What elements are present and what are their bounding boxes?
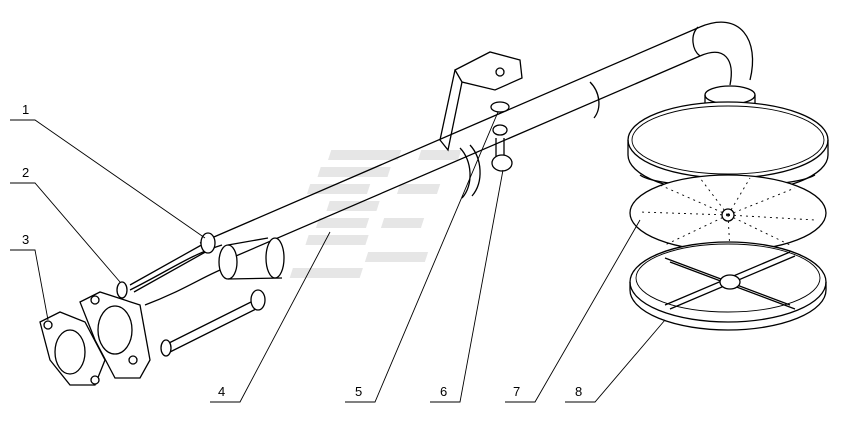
bottom-cover: [629, 241, 827, 331]
nuts: [116, 281, 172, 357]
callout-5: 5: [355, 384, 362, 399]
pipe-flange: [79, 291, 151, 379]
perforated-screen: [629, 174, 827, 252]
bolts: [129, 232, 266, 353]
fastener-stack: [490, 101, 513, 172]
callout-7: 7: [513, 384, 520, 399]
mounting-bracket: [439, 51, 523, 152]
callout-1: 1: [22, 102, 29, 117]
exhaust-pipe: [129, 21, 756, 306]
callout-2: 2: [22, 165, 29, 180]
callout-6: 6: [440, 384, 447, 399]
callout-8: 8: [575, 384, 582, 399]
callout-labels: 1 2 3 4 5 6 7 8: [22, 102, 582, 399]
flange-gasket: [39, 311, 106, 386]
leader-lines: [10, 111, 666, 403]
callout-4: 4: [218, 384, 225, 399]
callout-3: 3: [22, 232, 29, 247]
